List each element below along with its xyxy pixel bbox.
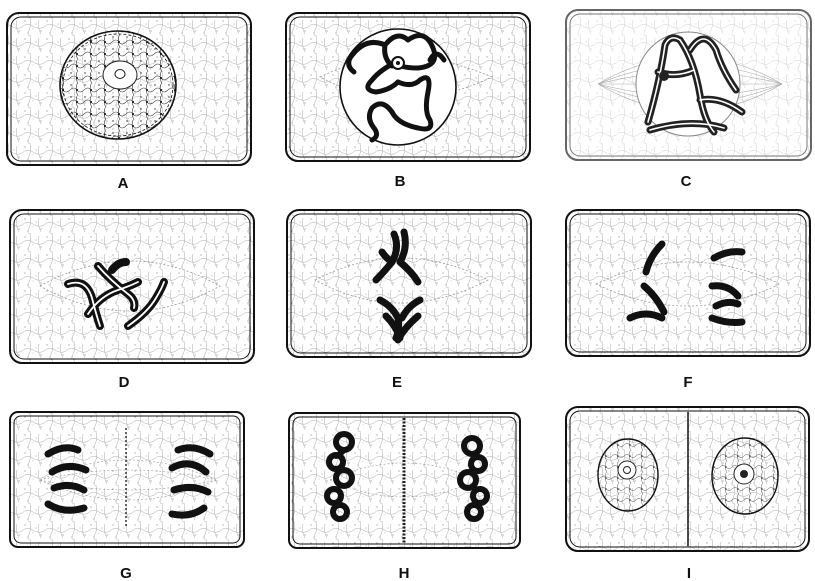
panel-label-b: B <box>395 173 406 190</box>
panel-label-d: D <box>119 374 130 391</box>
panel-label-a: A <box>118 175 129 192</box>
panel-g: G <box>10 412 244 581</box>
panel-label-i: I <box>687 565 691 581</box>
panel-c: C <box>566 10 811 190</box>
panel-label-c: C <box>681 173 692 190</box>
panel-a: A <box>7 13 251 192</box>
panel-label-g: G <box>120 565 132 581</box>
panel-label-f: F <box>683 374 692 391</box>
daughter-nucleus-left <box>598 439 658 511</box>
panel-f: F <box>566 210 810 391</box>
panel-b: B <box>286 13 530 190</box>
panel-label-h: H <box>399 565 410 581</box>
panel-h: H <box>289 413 520 581</box>
nucleolus <box>103 61 137 89</box>
panel-d: D <box>10 210 254 391</box>
nucleolus <box>659 71 669 81</box>
panel-label-e: E <box>392 374 402 391</box>
daughter-nucleus-right <box>712 438 778 514</box>
panel-e: E <box>287 210 531 391</box>
panel-i: I <box>566 407 809 581</box>
